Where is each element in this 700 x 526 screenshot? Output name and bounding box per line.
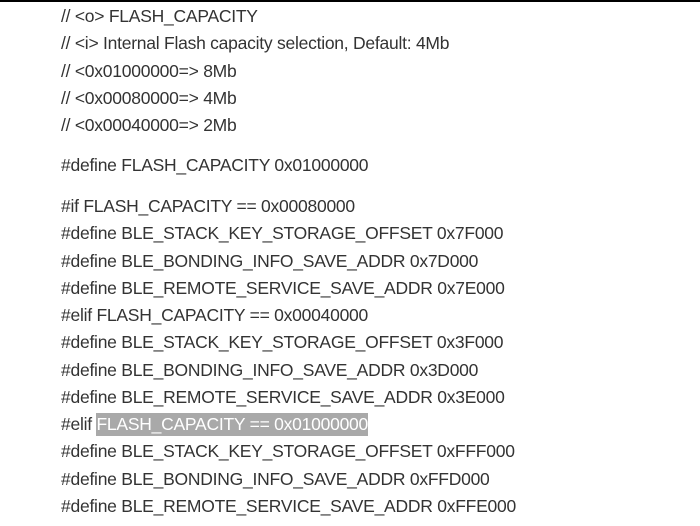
- code-line: #elif FLASH_CAPACITY == 0x00040000: [61, 305, 369, 325]
- code-line: // <0x00040000=> 2Mb: [61, 115, 237, 135]
- code-line: #define BLE_BONDING_INFO_SAVE_ADDR 0x7D0…: [61, 250, 479, 271]
- flash-capacity-define-block: #define FLASH_CAPACITY 0x01000000: [61, 152, 369, 179]
- code-line: #define BLE_STACK_KEY_STORAGE_OFFSET 0x3…: [61, 332, 504, 353]
- conditional-defines-block: #if FLASH_CAPACITY == 0x00080000 #define…: [61, 193, 516, 520]
- flash-capacity-comment-block: // <o> FLASH_CAPACITY // <i> Internal Fl…: [61, 3, 449, 139]
- code-line: #define BLE_BONDING_INFO_SAVE_ADDR 0x3D0…: [61, 359, 479, 380]
- code-line: #define BLE_REMOTE_SERVICE_SAVE_ADDR 0x7…: [61, 277, 505, 298]
- code-line: // <0x01000000=> 8Mb: [61, 60, 237, 81]
- code-line: #define BLE_STACK_KEY_STORAGE_OFFSET 0xF…: [61, 441, 515, 462]
- code-line: #define BLE_REMOTE_SERVICE_SAVE_ADDR 0x3…: [61, 386, 505, 407]
- code-line: #define FLASH_CAPACITY 0x01000000: [61, 155, 369, 175]
- code-line-with-selection[interactable]: #elif FLASH_CAPACITY == 0x01000000: [61, 411, 516, 438]
- code-line: #define BLE_REMOTE_SERVICE_SAVE_ADDR 0xF…: [61, 495, 516, 516]
- code-line: // <o> FLASH_CAPACITY: [61, 6, 258, 26]
- code-line: // <0x00080000=> 4Mb: [61, 87, 237, 108]
- code-line: #define BLE_BONDING_INFO_SAVE_ADDR 0xFFD…: [61, 468, 490, 489]
- code-line: #define BLE_STACK_KEY_STORAGE_OFFSET 0x7…: [61, 223, 504, 244]
- selected-text[interactable]: FLASH_CAPACITY == 0x01000000: [96, 413, 369, 436]
- code-line: // <i> Internal Flash capacity selection…: [61, 33, 450, 54]
- line-prefix: #elif: [61, 414, 97, 434]
- code-line: #if FLASH_CAPACITY == 0x00080000: [61, 196, 355, 216]
